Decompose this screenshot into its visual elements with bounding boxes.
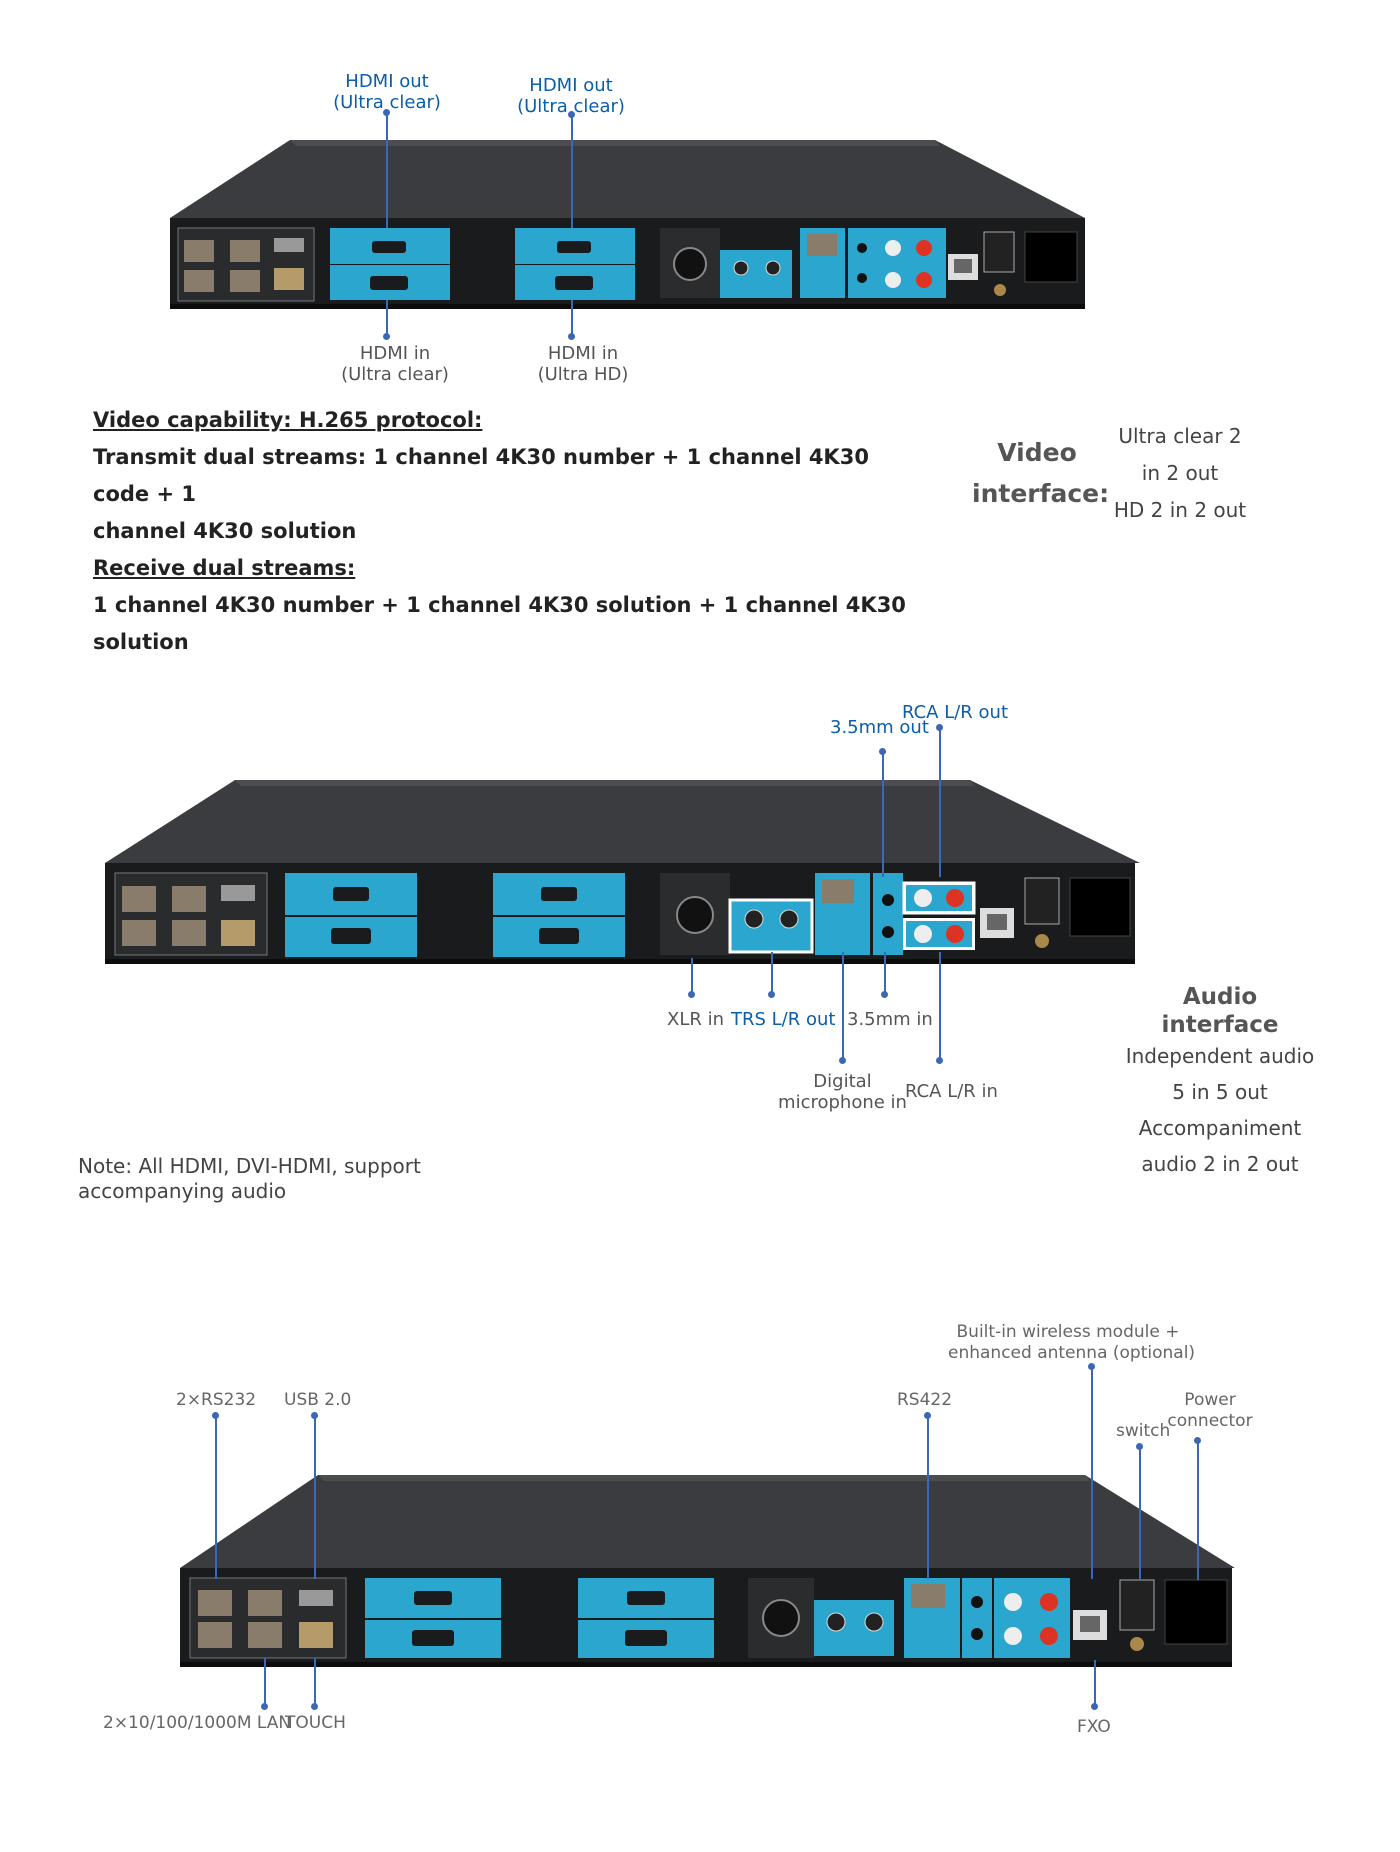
touch-label: TOUCH — [285, 1713, 346, 1733]
rca-in-label: RCA L/R in — [905, 1081, 998, 1102]
lan-label: 2×10/100/1000M LAN — [103, 1713, 292, 1733]
spec-line: Accompaniment — [1138, 1116, 1302, 1140]
switch-label: switch — [1116, 1421, 1171, 1441]
receive-heading: Receive dual streams: — [93, 556, 356, 580]
power-connector-label: Power connector — [1165, 1390, 1255, 1432]
xlr-in-label: XLR in — [667, 1009, 724, 1030]
hdmi-out-label-2: HDMI out (Ultra clear) — [510, 75, 632, 117]
spec-line: in 2 out — [1141, 461, 1219, 485]
label-line: Built-in wireless module + — [956, 1322, 1180, 1342]
device-rear-panel-3 — [180, 1475, 1235, 1667]
label-line: microphone in — [778, 1091, 907, 1113]
label-line: Digital — [813, 1071, 872, 1092]
transmit-line-1: Transmit dual streams: 1 channel 4K30 nu… — [93, 445, 869, 506]
label-line: HDMI out — [345, 71, 429, 92]
device-rear-panel-1 — [170, 140, 1085, 309]
title-line: interface — [1161, 1012, 1279, 1038]
mm-in-label: 3.5mm in — [847, 1009, 933, 1030]
spec-line: HD 2 in 2 out — [1113, 498, 1247, 522]
label-line: HDMI in — [547, 343, 619, 364]
audio-interface-title: Audio interface — [1120, 983, 1320, 1039]
audio-interface-spec: Independent audio 5 in 5 out Accompanime… — [1110, 1038, 1330, 1182]
spec-line: 5 in 5 out — [1172, 1080, 1268, 1104]
trs-out-label: TRS L/R out — [731, 1009, 836, 1030]
spec-line: Independent audio — [1125, 1044, 1315, 1068]
receive-line-2: solution — [93, 630, 189, 654]
transmit-line-2: channel 4K30 solution — [93, 519, 357, 543]
video-heading: Video capability: H.265 protocol: — [93, 408, 483, 432]
rca-out-label: RCA L/R out — [902, 702, 1009, 723]
title-line: Video — [997, 438, 1077, 467]
digital-mic-label: Digital microphone in — [775, 1071, 910, 1113]
title-line: interface: — [972, 479, 1110, 508]
label-line: connector — [1167, 1411, 1253, 1431]
label-line: HDMI out — [529, 75, 613, 96]
hdmi-out-label-1: HDMI out (Ultra clear) — [326, 71, 448, 113]
label-line: (Ultra HD) — [537, 363, 629, 385]
title-line: Audio — [1182, 984, 1258, 1010]
spec-line: audio 2 in 2 out — [1141, 1152, 1299, 1176]
label-line: (Ultra clear) — [341, 363, 449, 385]
video-capability-text: Video capability: H.265 protocol: Transm… — [93, 402, 913, 661]
device-rear-panel-2 — [105, 780, 1140, 964]
video-interface-spec: Ultra clear 2 in 2 out HD 2 in 2 out — [1105, 418, 1255, 529]
rs232-label: 2×RS232 — [176, 1390, 257, 1410]
wireless-module-label: Built-in wireless module + enhanced ante… — [948, 1322, 1196, 1364]
video-interface-title: Video interface: — [972, 432, 1110, 514]
label-line: enhanced antenna (optional) — [948, 1343, 1196, 1363]
label-line: HDMI in — [359, 343, 431, 364]
fxo-label: FXO — [1077, 1717, 1111, 1737]
label-line: Power — [1184, 1390, 1236, 1410]
label-line: (Ultra clear) — [517, 95, 625, 117]
note-line: Note: All HDMI, DVI-HDMI, support — [78, 1154, 421, 1178]
note-line: accompanying audio — [78, 1179, 287, 1203]
hdmi-audio-note: Note: All HDMI, DVI-HDMI, support accomp… — [78, 1154, 421, 1204]
spec-line: Ultra clear 2 — [1118, 424, 1242, 448]
mm-out-label: 3.5mm out — [830, 717, 929, 738]
hdmi-in-label-1: HDMI in (Ultra clear) — [330, 343, 460, 385]
rs422-label: RS422 — [897, 1390, 953, 1410]
receive-line-1: 1 channel 4K30 number + 1 channel 4K30 s… — [93, 593, 906, 617]
label-line: (Ultra clear) — [333, 91, 441, 113]
usb-label: USB 2.0 — [284, 1390, 352, 1410]
hdmi-in-label-2: HDMI in (Ultra HD) — [518, 343, 648, 385]
